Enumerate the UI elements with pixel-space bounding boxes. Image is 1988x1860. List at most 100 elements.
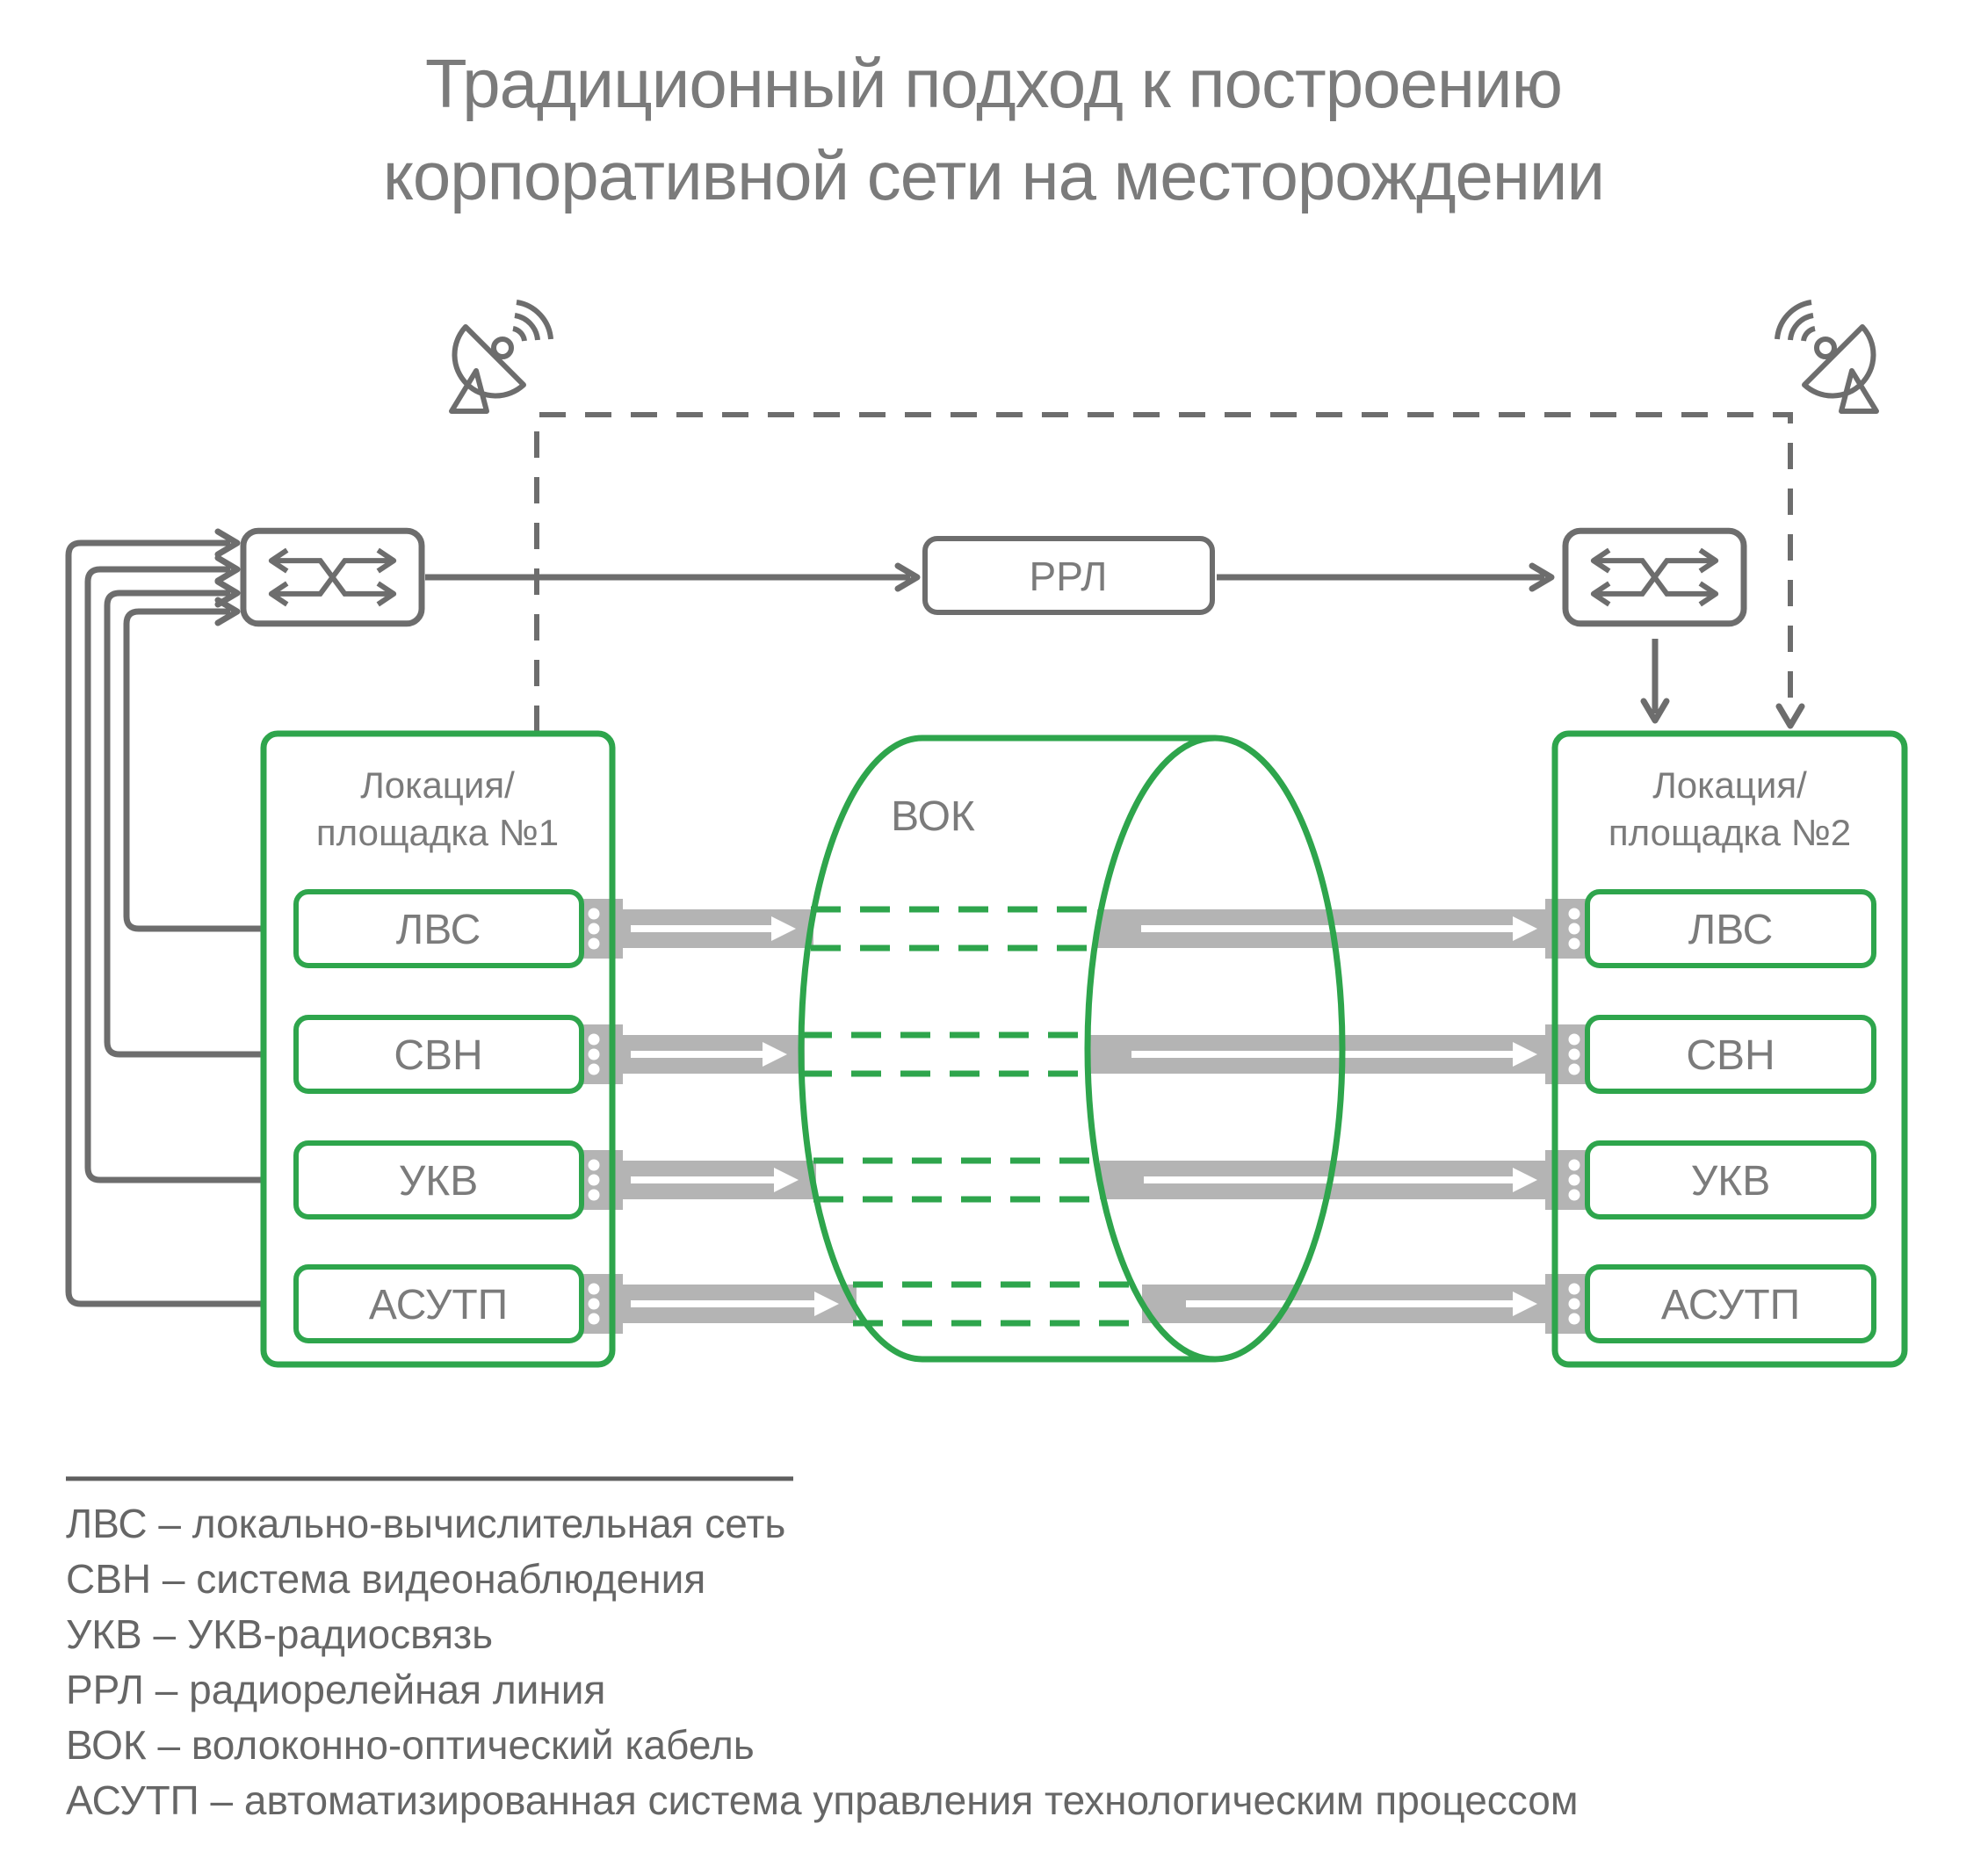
feed-line-svn [104,590,264,1058]
connector-dot [588,937,600,950]
connector-dot [588,1048,600,1060]
connector-dot [588,1283,600,1295]
flow-arrowhead [771,916,796,941]
system-label: УКВ [1691,1158,1770,1205]
title-line-2: корпоративной сети на месторождении [383,137,1604,214]
feed-line-asutp [65,539,264,1307]
flow-arrowhead [1513,916,1537,941]
site1-to-switch-lines [65,528,264,1307]
site1-box: Локация/ площадка №1 ЛВС СВН УКВ АСУТП [260,730,616,1368]
connector-dot [588,1313,600,1325]
satellite-dish-icon [452,302,551,411]
connector-dot [1568,1189,1580,1201]
system-label: АСУТП [1661,1282,1800,1328]
legend-item: УКВ – УКВ-радиосвязь [66,1611,493,1657]
connector-dot [588,1033,600,1046]
flow-arrowhead [1513,1042,1537,1067]
arrowhead [894,562,921,592]
site2-title-line2: площадка №2 [1608,812,1851,853]
system-label: ЛВС [396,907,481,953]
system-box-ukv [293,1140,584,1219]
connector-dot [1568,1033,1580,1046]
site2-title-line1: Локация/ [1652,764,1807,806]
connector-dot [1568,923,1580,935]
connector-block [1545,899,1587,959]
flow-arrowhead [763,1042,787,1067]
arrowhead [1529,562,1555,592]
system-label: ЛВС [1688,907,1774,953]
fiber-cable-cylinder: ВОК [798,735,1346,1363]
arrowhead [214,528,241,558]
feed-line-lvs [123,608,264,932]
connector-dot [588,1189,600,1201]
flow-arrowhead [774,1168,799,1192]
dashed-arrowhead [1775,703,1805,729]
connector-dot [588,1174,600,1186]
network-switch-icon [243,531,422,624]
flow-arrowhead [1513,1292,1537,1316]
connector-block [582,1150,623,1210]
site1-border [260,730,616,1368]
legend-item: АСУТП – автоматизированная система управ… [66,1777,1579,1823]
radio-relay-link: РРЛ [243,531,1744,724]
dashed-radio-path [534,412,1793,732]
connector-dot [1568,1048,1580,1060]
system-box-asutp [1585,1264,1876,1343]
system-box-svn [1585,1015,1876,1094]
connector-dot [1568,937,1580,950]
system-box-asutp [293,1264,584,1343]
connector-dot [1568,1174,1580,1186]
connector-dot [588,1063,600,1075]
legend-item: СВН – система видеонаблюдения [66,1556,705,1602]
connector-dot [1568,1313,1580,1325]
site1-title-line2: площадка №1 [316,812,559,853]
transport-pipes [582,899,1587,1334]
cylinder-body [798,735,1215,1363]
legend-item: РРЛ – радиорелейная линия [66,1667,605,1712]
connector-dot [1568,1063,1580,1075]
flow-arrowhead [1513,1168,1537,1192]
connector-dot [588,908,600,920]
system-label: УКВ [399,1158,478,1205]
connector-block [1545,1150,1587,1210]
arrowhead [214,554,241,584]
satellite-dashed-link [452,302,1876,732]
connector-block [1545,1274,1587,1334]
vok-label: ВОК [891,793,975,840]
site1-title-line1: Локация/ [360,764,515,806]
connector-dot [1568,1159,1580,1171]
connector-dot [1568,1298,1580,1310]
system-label: СВН [1686,1032,1775,1079]
connector-dot [588,1298,600,1310]
legend-item: ЛВС – локально-вычислительная сеть [66,1501,785,1546]
rrl-node-label: РРЛ [1030,554,1108,599]
site2-border [1551,730,1908,1368]
connector-dot [1568,908,1580,920]
arrowhead [1640,698,1670,724]
satellite-dish-icon [1777,302,1876,411]
cylinder-end-ellipse [1084,735,1346,1363]
connector-block [582,899,623,959]
site2-box: Локация/ площадка №2 ЛВС СВН УКВ АСУТП [1551,730,1908,1368]
connector-dot [1568,1283,1580,1295]
connector-block [582,1274,623,1334]
page-title: Традиционный подход к построению корпора… [383,45,1605,214]
feed-line-ukv [84,566,264,1183]
system-box-svn [293,1015,584,1094]
system-box-lvs [1585,889,1876,968]
flow-arrowhead [814,1292,839,1316]
legend-item: ВОК – волоконно-оптический кабель [66,1722,755,1768]
rrl-node-box [922,536,1215,615]
system-box-ukv [1585,1140,1876,1219]
system-box-lvs [293,889,584,968]
system-label: АСУТП [369,1282,508,1328]
connector-block [1545,1024,1587,1084]
legend: ЛВС – локально-вычислительная сеть СВН –… [66,1476,1579,1823]
arrowhead [214,578,241,608]
connector-dot [588,1159,600,1171]
network-switch-icon [1565,531,1744,624]
connector-dot [588,923,600,935]
system-label: СВН [394,1032,482,1079]
connector-block [582,1024,623,1084]
